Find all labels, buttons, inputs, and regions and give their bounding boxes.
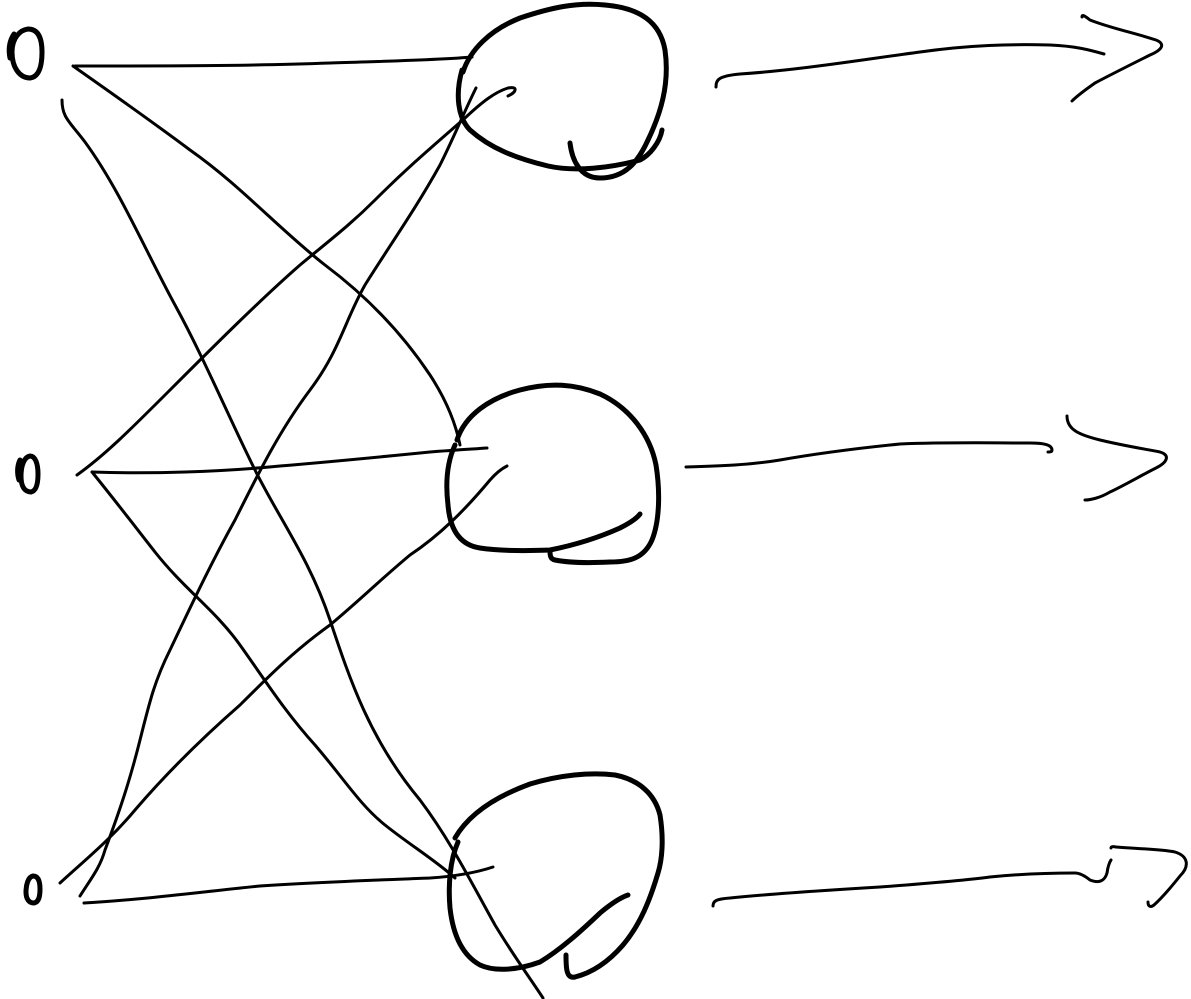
neurons [444,1,669,980]
input-nodes [6,26,45,906]
connection-3-3 [82,865,495,905]
output-arrow-2 [684,414,1168,502]
input-node-1 [6,26,45,81]
neuron-3 [446,771,665,980]
connection-2-2 [90,446,489,475]
connection-1-3 [60,98,545,999]
connection-1-1 [73,55,474,68]
input-node-2 [15,453,41,495]
neuron-1 [455,1,669,181]
connection-2-3 [90,470,457,880]
output-arrow-3 [711,845,1188,908]
connection-1-2 [71,64,462,447]
output-arrow-1 [714,14,1164,103]
connection-3-2 [58,464,509,885]
connections [58,55,545,999]
connection-3-1 [78,86,478,898]
output-arrows [684,14,1188,908]
neuron-2 [444,382,662,566]
input-node-3 [23,873,43,906]
connection-2-1 [75,86,517,477]
